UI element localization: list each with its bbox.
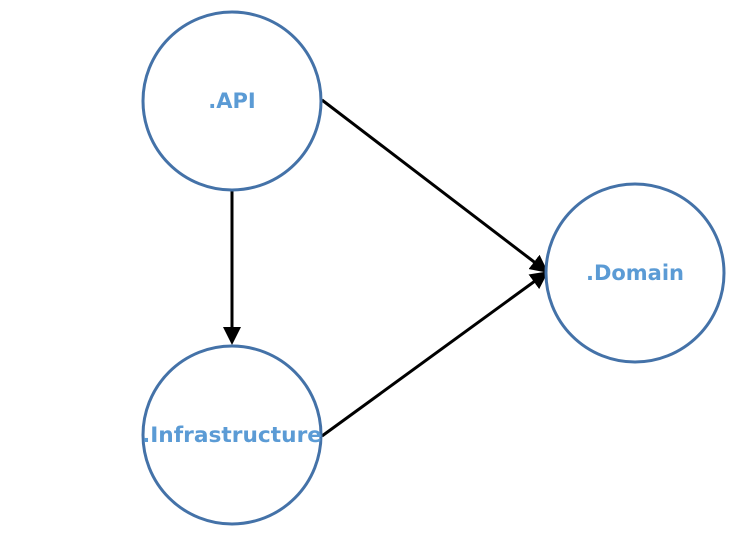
node-api-circle: [141, 10, 323, 192]
node-domain[interactable]: .Domain: [544, 182, 726, 364]
edge-api-to-domain: [321, 98, 549, 273]
node-api[interactable]: .API: [141, 10, 323, 192]
node-api-label: .API: [208, 89, 255, 113]
node-domain-circle: [544, 182, 726, 364]
node-domain-label: .Domain: [586, 261, 684, 285]
node-infrastructure-label: .Infrastructure: [142, 423, 322, 447]
edge-infrastructure-to-domain: [321, 271, 549, 438]
node-infrastructure-circle: [141, 344, 323, 526]
node-infrastructure[interactable]: .Infrastructure: [141, 344, 323, 526]
